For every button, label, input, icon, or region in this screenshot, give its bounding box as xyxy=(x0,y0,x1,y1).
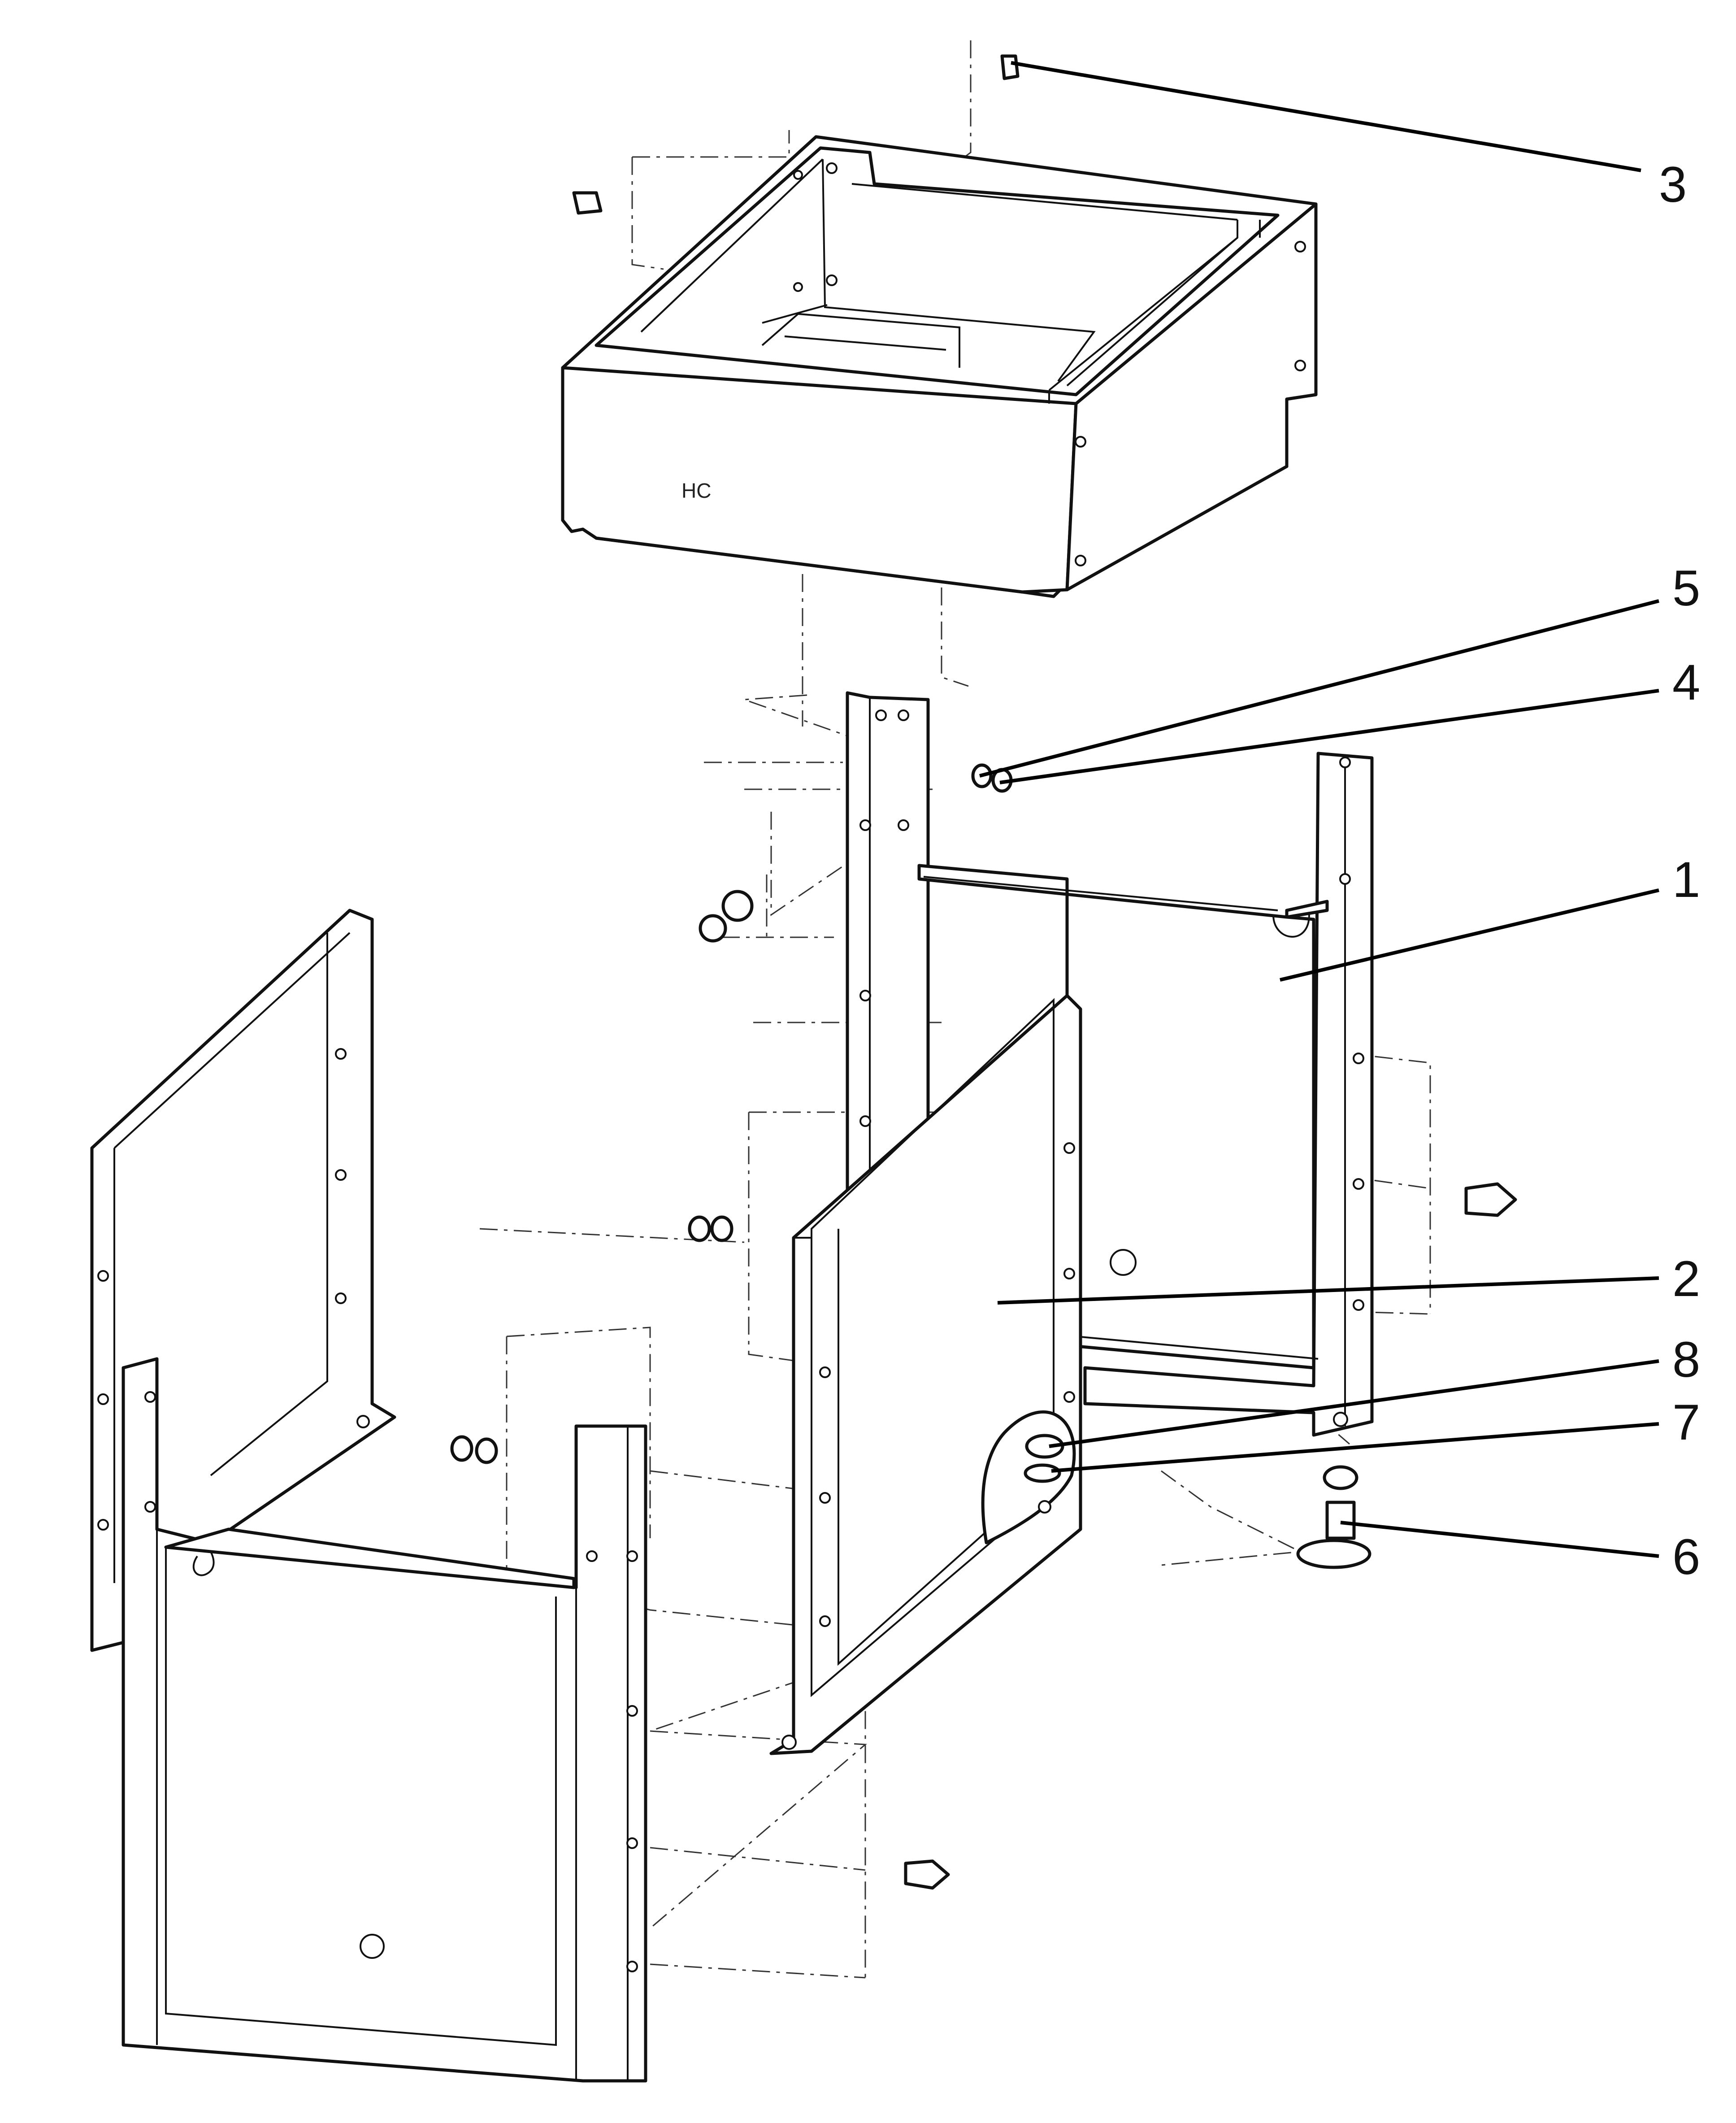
top-body: HC xyxy=(561,135,1318,598)
callout-2: 2 xyxy=(1672,1251,1700,1307)
leader-5 xyxy=(979,599,1659,778)
callout-1: 1 xyxy=(1672,852,1700,908)
front-panel xyxy=(122,1357,647,2083)
callout-8: 8 xyxy=(1672,1331,1700,1388)
left-side-panel xyxy=(90,909,396,1652)
callout-7: 7 xyxy=(1672,1394,1700,1450)
body-marking: HC xyxy=(681,479,711,502)
leader-4 xyxy=(999,689,1659,784)
callout-5: 5 xyxy=(1672,560,1700,616)
callout-6: 6 xyxy=(1672,1529,1700,1585)
leader-3 xyxy=(1011,61,1641,172)
callout-4: 4 xyxy=(1672,654,1700,710)
leader-1 xyxy=(1280,888,1659,982)
leader-2 xyxy=(997,1276,1659,1305)
leader-7 xyxy=(1051,1422,1659,1473)
callout-labels: 3 5 4 1 2 8 7 6 xyxy=(1659,157,1700,1585)
callout-3: 3 xyxy=(1659,157,1687,213)
fasteners xyxy=(450,54,1517,1890)
leader-8 xyxy=(1049,1359,1659,1448)
callout-leaders xyxy=(979,61,1659,1558)
back-panel xyxy=(846,691,1374,1437)
leader-6 xyxy=(1340,1521,1659,1558)
